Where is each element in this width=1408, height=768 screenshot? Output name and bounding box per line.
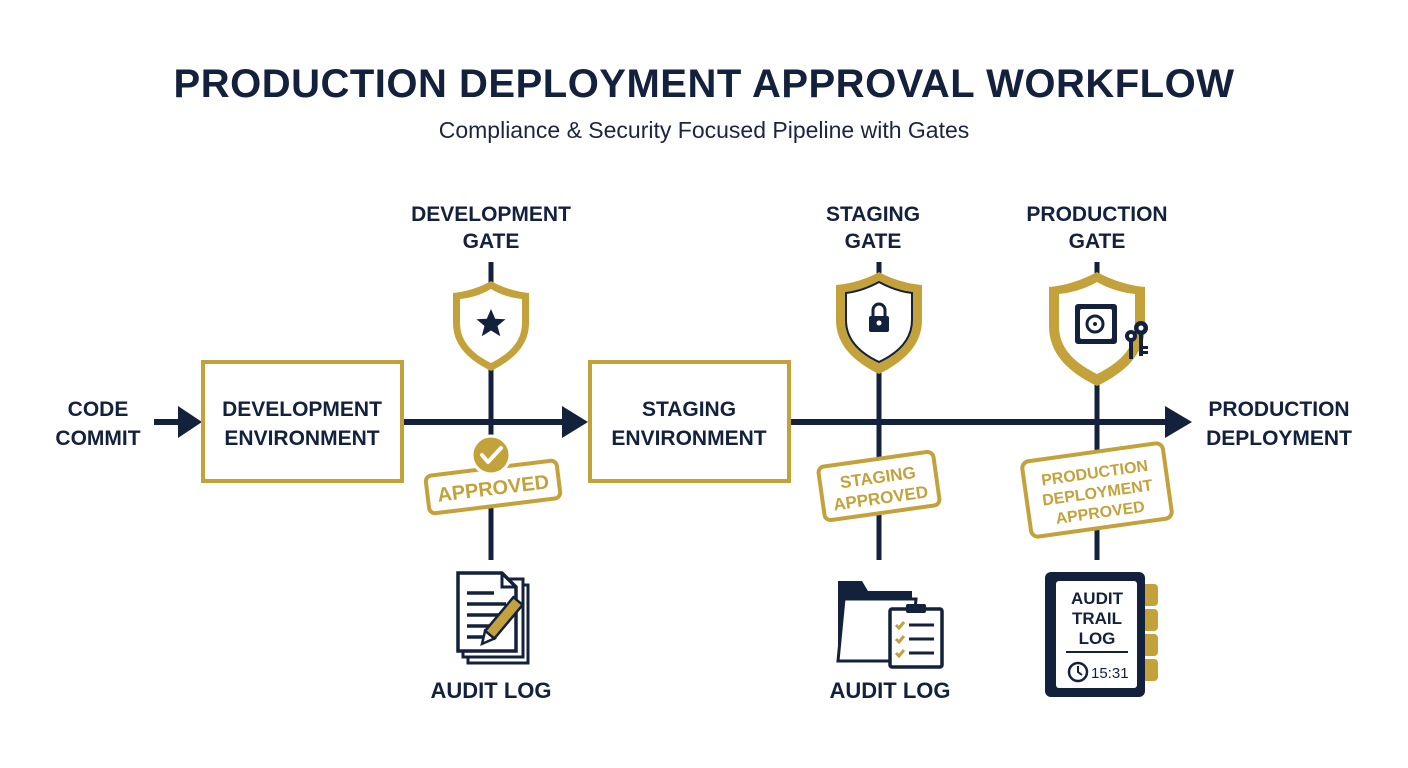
gate-title-line2: GATE <box>463 230 520 253</box>
approved-stamp-staging: STAGING APPROVED <box>816 449 942 523</box>
end-label-line2: DEPLOYMENT <box>1206 427 1352 450</box>
page-subtitle: Compliance & Security Focused Pipeline w… <box>438 117 970 143</box>
end-label-line1: PRODUCTION <box>1208 398 1349 421</box>
stage-development-environment: DEVELOPMENT ENVIRONMENT <box>201 360 404 483</box>
audit-log-label: AUDIT LOG <box>830 678 951 703</box>
audit-trail-book-icon: AUDIT TRAIL LOG 15:31 <box>1045 572 1158 697</box>
page-title: PRODUCTION DEPLOYMENT APPROVAL WORKFLOW <box>173 62 1235 106</box>
log-book-line2: TRAIL <box>1072 609 1122 628</box>
log-book-line3: LOG <box>1079 629 1116 648</box>
start-label-line2: COMMIT <box>55 427 140 450</box>
stage-staging-environment: STAGING ENVIRONMENT <box>588 360 791 483</box>
arrow-dev-to-staging <box>404 406 588 438</box>
shield-star-icon <box>453 281 529 371</box>
log-book-time: 15:31 <box>1091 665 1129 682</box>
gate-title-line2: GATE <box>845 230 902 253</box>
stage-label-line2: ENVIRONMENT <box>611 427 766 450</box>
stage-label-line2: ENVIRONMENT <box>224 427 379 450</box>
audit-log-label: AUDIT LOG <box>431 678 552 703</box>
gate-title-line2: GATE <box>1069 230 1126 253</box>
clock-icon <box>1067 661 1089 683</box>
start-label-line1: CODE <box>68 398 129 421</box>
gate-title-line1: STAGING <box>826 203 920 226</box>
checkmark-icon <box>470 434 512 476</box>
log-book-line1: AUDIT <box>1071 589 1124 608</box>
folder-checklist-icon <box>836 581 944 669</box>
document-pencil-icon <box>456 571 530 665</box>
arrow-commit-to-dev <box>154 406 202 438</box>
shield-lock-icon <box>836 272 922 374</box>
gate-title-line1: DEVELOPMENT <box>411 203 571 226</box>
stage-label-line1: STAGING <box>642 398 736 421</box>
gate-title-line1: PRODUCTION <box>1026 203 1167 226</box>
approved-stamp-development: APPROVED <box>423 458 563 516</box>
approved-stamp-production: PRODUCTION DEPLOYMENT APPROVED <box>1020 441 1174 539</box>
shield-safe-keys-icon <box>1049 272 1148 386</box>
stage-label-line1: DEVELOPMENT <box>222 398 382 421</box>
arrow-staging-to-production <box>791 406 1192 438</box>
